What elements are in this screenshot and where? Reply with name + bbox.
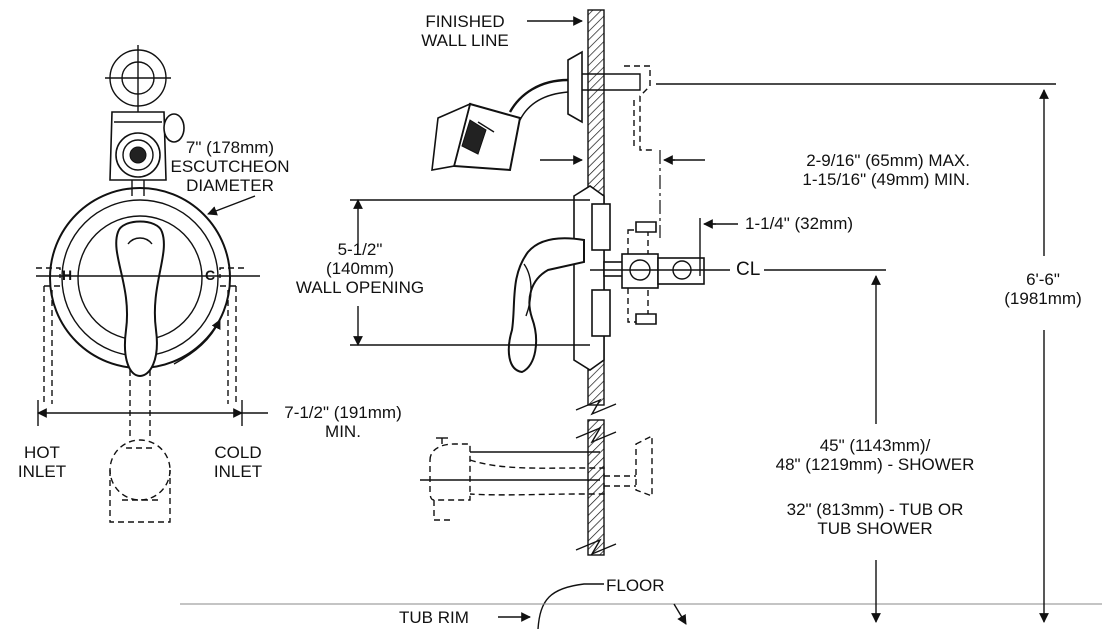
front-view (36, 45, 268, 523)
max-min-depth-label: 2-9/16" (65mm) MAX. 1-15/16" (49mm) MIN. (712, 151, 970, 189)
spout-pipe-front (109, 370, 171, 523)
finished-wall-line-2: WALL LINE (421, 31, 509, 50)
cold-inlet-label: COLD INLET (196, 443, 280, 481)
cold-inlet-inlet: INLET (213, 462, 263, 481)
tub-height-32: 32" (813mm) - TUB OR (786, 500, 964, 519)
shower-height-ft: 6'-6" (1026, 270, 1060, 289)
handle-cold-mark: C (205, 267, 216, 283)
side-view (180, 9, 1102, 629)
valve-height-48: 48" (1219mm) - SHOWER (775, 455, 975, 474)
tub-height-label: 32" (813mm) - TUB OR TUB SHOWER (710, 500, 1040, 538)
hot-inlet-inlet: INLET (17, 462, 67, 481)
showerhead-front (109, 111, 185, 181)
tub-spout-side (420, 434, 653, 521)
shower-height-label: 6'-6" (1981mm) (984, 270, 1102, 308)
hot-inlet-word: HOT (24, 443, 60, 462)
min-depth: 1-15/16" (49mm) MIN. (802, 170, 970, 189)
escutcheon-dim: 7" (178mm) (185, 138, 275, 157)
tub-height-tub-shower: TUB SHOWER (817, 519, 933, 538)
wall-opening-inch: 5-1/2" (337, 240, 383, 259)
centerline-symbol: CL (736, 259, 761, 280)
escutcheon-word: ESCUTCHEON (170, 157, 290, 176)
wall-opening-word: WALL OPENING (295, 278, 425, 297)
shower-arm-flange-front (105, 45, 171, 112)
max-depth: 2-9/16" (65mm) MAX. (806, 151, 970, 170)
supply-pipes-front (36, 267, 244, 404)
wall-opening-mm: (140mm) (325, 259, 394, 278)
inlet-spacing-label: 7-1/2" (191mm) MIN. (268, 403, 418, 441)
hot-inlet-label: HOT INLET (0, 443, 84, 481)
tub-rim-label: TUB RIM (399, 608, 469, 627)
tub-rim-curve (537, 583, 604, 629)
finished-wall-line-label: FINISHED WALL LINE (405, 12, 525, 50)
wall-opening-label: 5-1/2" (140mm) WALL OPENING (262, 240, 458, 297)
valve-height-label: 45" (1143mm)/ 48" (1219mm) - SHOWER (710, 436, 1040, 474)
finished-wall-line-1: FINISHED (425, 12, 505, 31)
shower-arm-side (431, 50, 652, 172)
valve-offset-label: 1-1/4" (32mm) (745, 214, 854, 233)
valve-height-45: 45" (1143mm)/ (819, 436, 931, 455)
escutcheon-front (49, 187, 231, 378)
handle-hot-mark: H (62, 267, 73, 283)
shower-height-mm: (1981mm) (1004, 289, 1082, 308)
floor-label: FLOOR (606, 576, 665, 595)
escutcheon-diameter-word: DIAMETER (186, 176, 274, 195)
cold-inlet-word: COLD (214, 443, 262, 462)
valve-side (507, 185, 705, 374)
inlet-spacing-dim: 7-1/2" (191mm) (284, 403, 402, 422)
inlet-spacing-min: MIN. (325, 422, 361, 441)
escutcheon-diameter-label: 7" (178mm) ESCUTCHEON DIAMETER (170, 138, 290, 195)
